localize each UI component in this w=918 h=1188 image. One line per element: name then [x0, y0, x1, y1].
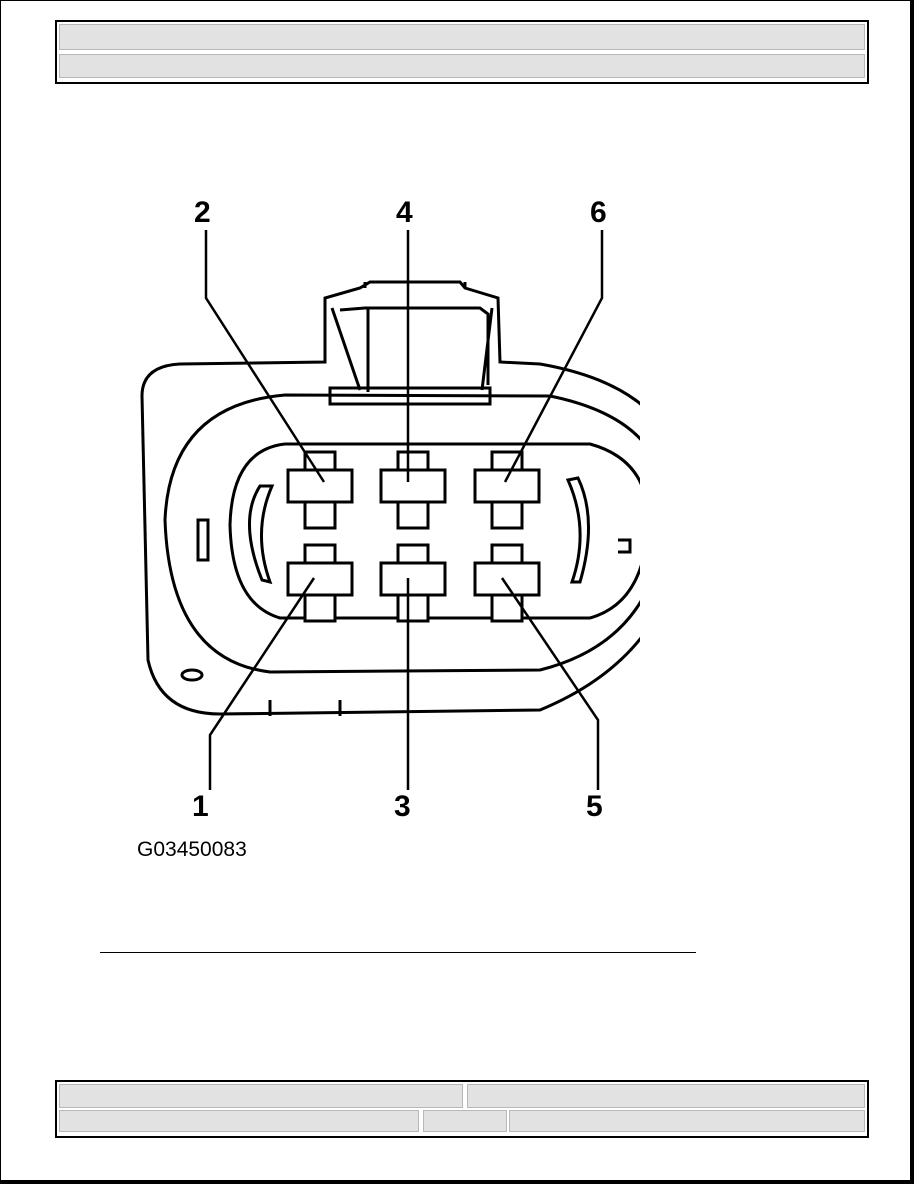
- terminal-6: [473, 450, 541, 530]
- terminal-5: [473, 543, 541, 623]
- callout-4: 4: [396, 196, 413, 229]
- connector-diagram: 2 4 6 1 3 5: [120, 190, 640, 830]
- separator-line: [100, 952, 696, 953]
- terminal-2: [286, 450, 354, 530]
- connector-housing: [140, 280, 640, 716]
- leader-line-1: [208, 577, 316, 790]
- page-footer-table: [55, 1080, 869, 1138]
- connector-drawing: 2 4 6 1 3 5: [140, 196, 640, 823]
- figure-code: G03450083: [137, 838, 247, 861]
- leader-lines: [204, 230, 604, 790]
- page-header-table: [55, 20, 869, 84]
- terminals: [286, 450, 541, 623]
- callout-2: 2: [194, 196, 211, 229]
- callout-5: 5: [586, 790, 603, 823]
- header-row-1: [59, 24, 865, 50]
- footer-row1-right: [467, 1084, 865, 1108]
- header-row-2: [59, 54, 865, 78]
- callout-6: 6: [590, 196, 607, 229]
- terminal-1: [286, 543, 354, 623]
- footer-row2-mid: [423, 1110, 507, 1132]
- leader-line-5: [500, 577, 600, 790]
- footer-row2-left: [59, 1110, 419, 1132]
- footer-row2-right: [509, 1110, 865, 1132]
- terminal-4: [379, 450, 447, 530]
- callout-3: 3: [394, 790, 411, 823]
- leader-line-2: [204, 230, 326, 483]
- leader-line-6: [503, 230, 604, 483]
- terminal-3: [379, 543, 447, 623]
- callout-1: 1: [192, 790, 209, 823]
- footer-row1-left: [59, 1084, 463, 1108]
